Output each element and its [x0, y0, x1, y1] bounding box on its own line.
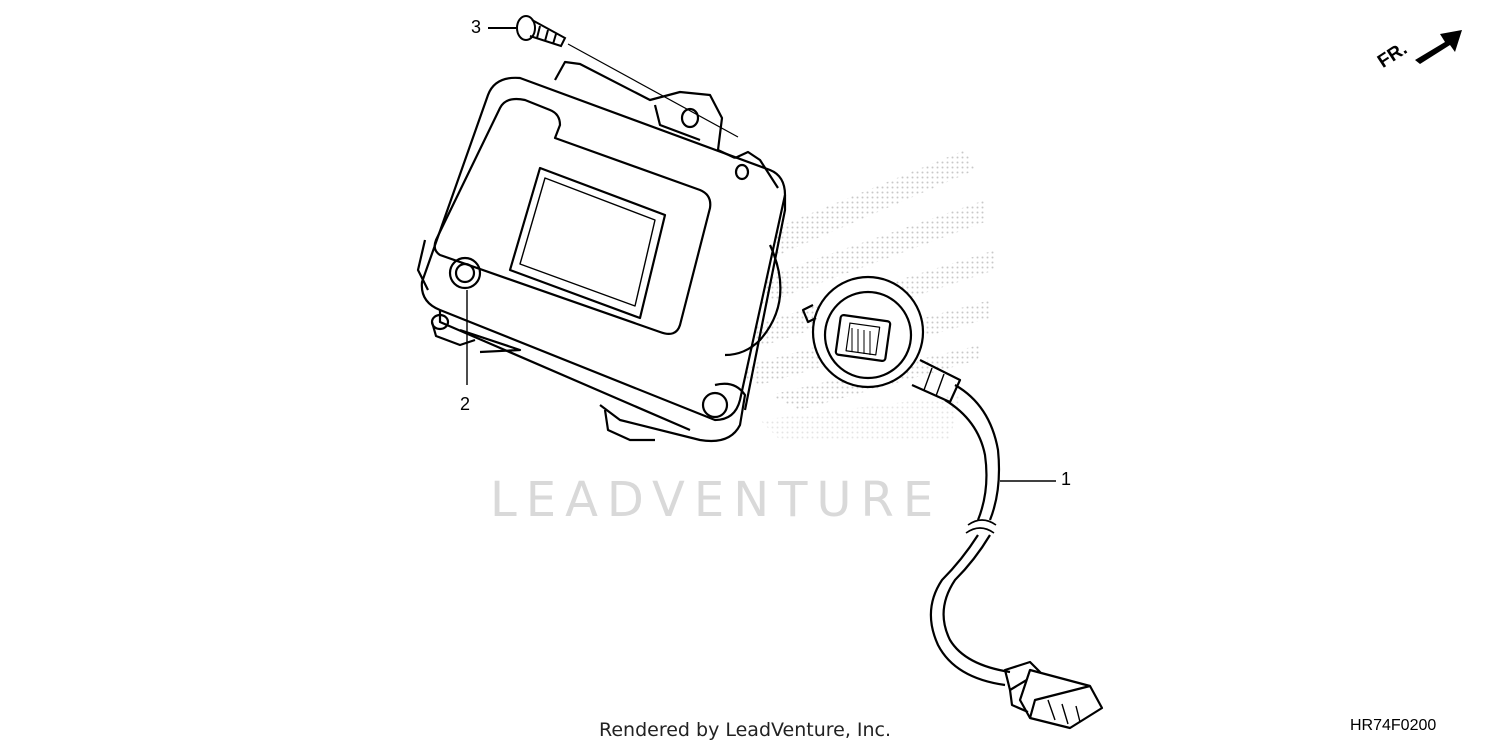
screw-part-3 [488, 15, 739, 138]
harness-part-1 [801, 275, 1104, 730]
callout-number-3: 3 [471, 17, 482, 37]
leadventure-watermark: LEADVENTURE [490, 472, 943, 528]
callout-number-1: 1 [1061, 469, 1072, 489]
meter-assembly-body [416, 60, 787, 443]
render-credit: Rendered by LeadVenture, Inc. [599, 719, 892, 741]
callout-number-2: 2 [460, 394, 471, 414]
diagram-code: HR74F0200 [1350, 717, 1437, 734]
front-direction-arrow-icon [1415, 30, 1462, 64]
